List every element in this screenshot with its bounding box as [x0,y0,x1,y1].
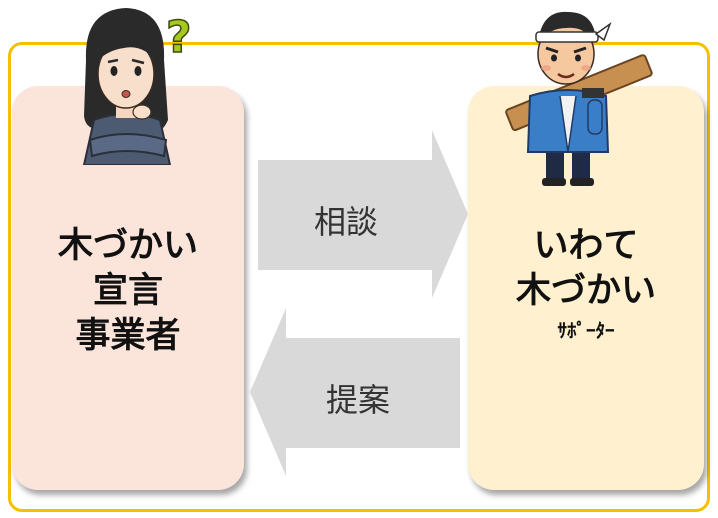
thinking-woman-icon: ? [82,8,192,165]
arrow-left [250,308,460,476]
arrow-right [258,130,468,298]
supporter-line-3: ｻﾎﾟｰﾀｰ [557,320,615,342]
business-box-text: 木づかい 宣言 事業者 [12,224,244,359]
business-line-2: 宣言 [92,271,163,311]
proposal-label: 提案 [326,381,391,419]
question-mark-icon: ? [166,12,192,63]
supporter-line-2: 木づかい [515,271,656,311]
arrow-right-shape [258,130,468,298]
arrow-left-shape [250,308,460,476]
business-line-1: 木づかい [57,226,198,266]
business-line-3: 事業者 [75,316,181,356]
consult-label: 相談 [314,203,379,241]
supporter-box-text: いわて 木づかい ｻﾎﾟｰﾀｰ [468,224,704,348]
supporter-line-1: いわて [533,226,639,266]
carpenter-icon [505,11,653,186]
